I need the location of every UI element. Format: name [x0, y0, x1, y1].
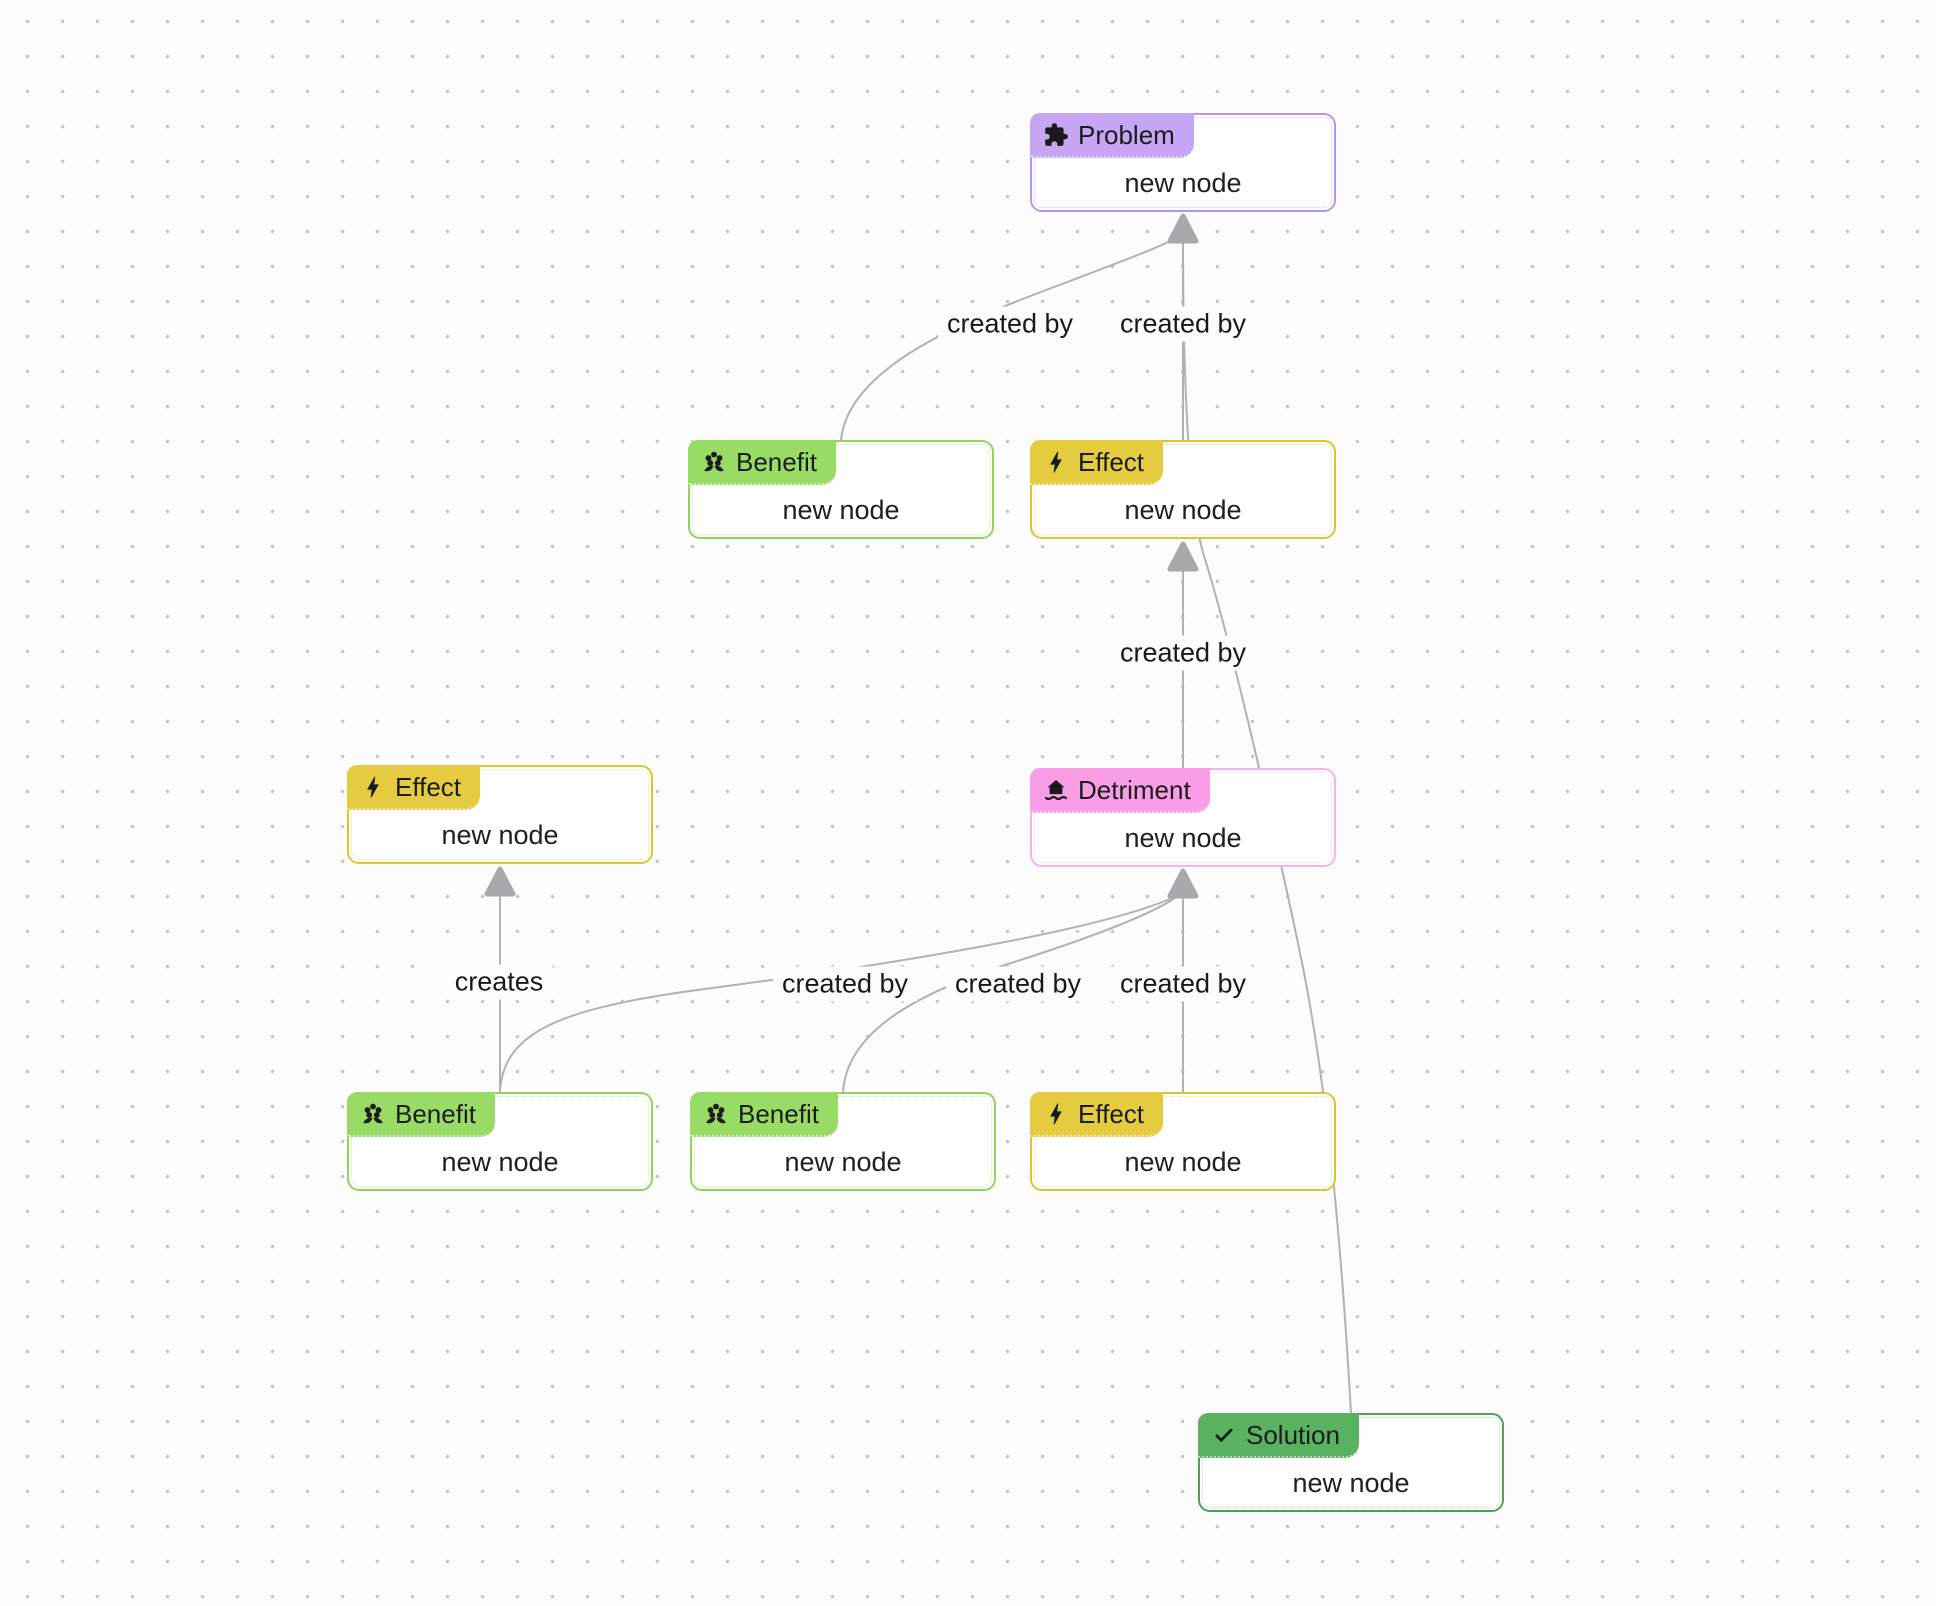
- flood-icon: [1044, 779, 1068, 800]
- edge-benefit1-to-problem[interactable]: [840, 237, 1177, 441]
- node-title[interactable]: new node: [1124, 494, 1242, 525]
- node-type-label: Benefit: [736, 446, 817, 477]
- node-solution[interactable]: Solution new node: [1198, 1413, 1504, 1512]
- lightning-bolt-icon: [1050, 451, 1062, 472]
- node-type-badge[interactable]: Solution: [1198, 1413, 1359, 1458]
- node-effect-1[interactable]: Effect new node: [1030, 440, 1336, 539]
- node-type-label: Effect: [395, 771, 462, 802]
- node-title[interactable]: new node: [1292, 1467, 1410, 1498]
- node-benefit-3[interactable]: Benefit new node: [690, 1092, 996, 1191]
- node-title[interactable]: new node: [441, 1146, 559, 1177]
- edge-label[interactable]: created by: [945, 966, 1091, 1002]
- lightning-bolt-icon: [367, 776, 379, 797]
- node-title[interactable]: new node: [1124, 822, 1242, 853]
- arrowhead-into-effect1: [1167, 541, 1199, 572]
- flower-icon: [706, 1103, 726, 1123]
- node-title[interactable]: new node: [1124, 1146, 1242, 1177]
- node-type-label: Effect: [1078, 446, 1145, 477]
- puzzle-icon: [1045, 122, 1068, 146]
- node-title[interactable]: new node: [784, 1146, 902, 1177]
- node-effect-3[interactable]: Effect new node: [1030, 1092, 1336, 1191]
- node-type-label: Effect: [1078, 1098, 1145, 1129]
- node-effect-2[interactable]: Effect new node: [347, 765, 653, 864]
- node-detriment[interactable]: Detriment new node: [1030, 768, 1336, 867]
- node-type-badge[interactable]: Benefit: [690, 1092, 838, 1137]
- lightning-bolt-icon: [1050, 1103, 1062, 1124]
- node-title[interactable]: new node: [782, 494, 900, 525]
- node-type-label: Benefit: [395, 1098, 476, 1129]
- node-type-badge[interactable]: Effect: [347, 765, 481, 810]
- edge-label[interactable]: creates: [445, 964, 553, 1000]
- node-type-badge[interactable]: Benefit: [688, 440, 836, 485]
- arrowhead-into-problem: [1167, 213, 1199, 244]
- edge-benefit2-to-detriment[interactable]: [499, 897, 1173, 1093]
- node-type-label: Benefit: [738, 1098, 819, 1129]
- edge-label[interactable]: created by: [772, 966, 918, 1002]
- edge-label[interactable]: created by: [1110, 966, 1256, 1002]
- node-type-badge[interactable]: Effect: [1030, 440, 1164, 485]
- node-type-label: Problem: [1078, 119, 1175, 150]
- arrowhead-into-effect2: [484, 866, 516, 897]
- node-title[interactable]: new node: [1124, 167, 1242, 198]
- checkmark-icon: [1215, 1428, 1233, 1442]
- edge-label[interactable]: created by: [937, 306, 1083, 342]
- node-benefit-1[interactable]: Benefit new node: [688, 440, 994, 539]
- node-type-label: Detriment: [1078, 774, 1191, 805]
- node-benefit-2[interactable]: Benefit new node: [347, 1092, 653, 1191]
- node-type-badge[interactable]: Problem: [1030, 113, 1194, 158]
- node-type-label: Solution: [1246, 1419, 1340, 1450]
- arrowhead-into-detriment: [1167, 868, 1199, 899]
- flower-icon: [704, 451, 724, 471]
- node-problem[interactable]: Problem new node: [1030, 113, 1336, 212]
- node-type-badge[interactable]: Detriment: [1030, 768, 1210, 813]
- flower-icon: [363, 1103, 383, 1123]
- edge-benefit3-to-detriment[interactable]: [842, 897, 1176, 1093]
- node-type-badge[interactable]: Benefit: [347, 1092, 495, 1137]
- node-title[interactable]: new node: [441, 819, 559, 850]
- edge-label[interactable]: created by: [1110, 306, 1256, 342]
- node-type-badge[interactable]: Effect: [1030, 1092, 1164, 1137]
- edge-label[interactable]: created by: [1110, 635, 1256, 671]
